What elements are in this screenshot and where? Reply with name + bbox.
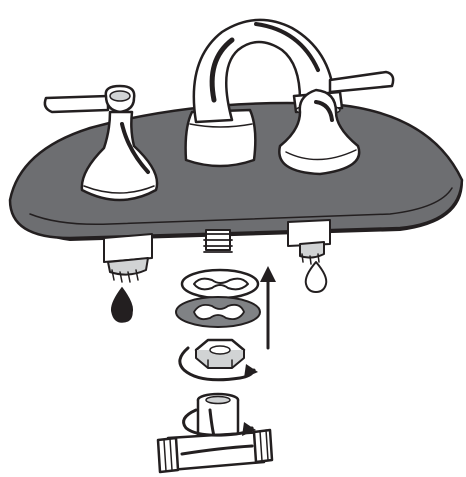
left-valve-shank — [104, 234, 152, 282]
mounting-plate — [182, 270, 258, 298]
cold-water-drop — [306, 262, 327, 292]
center-shank — [204, 230, 232, 252]
hex-nut — [196, 340, 244, 368]
hot-water-drop — [112, 288, 133, 322]
rubber-gasket — [176, 297, 260, 327]
tee-connector — [158, 394, 272, 472]
up-arrow-icon — [260, 266, 276, 348]
right-valve-shank — [288, 220, 330, 264]
